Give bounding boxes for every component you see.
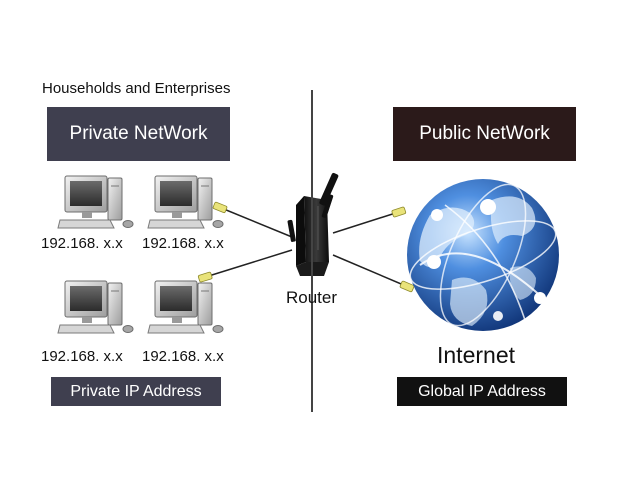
- cable-router-to-pc-bottom: [198, 249, 293, 280]
- cable-lines: [198, 204, 414, 290]
- private-ip-address-label: Private IP Address: [70, 382, 202, 400]
- internet-label: Internet: [437, 342, 515, 368]
- global-ip-address-box: Global IP Address: [397, 377, 567, 406]
- cable-connectors: [197, 201, 415, 293]
- cable-router-to-internet-lower: [332, 254, 414, 290]
- cable-router-to-pc-top-right: [213, 204, 293, 238]
- page-heading: Households and Enterprises: [42, 80, 231, 97]
- computer-icon: [147, 280, 224, 334]
- router-label: Router: [286, 288, 338, 307]
- private-network-box: Private NetWork: [47, 107, 230, 161]
- computer-ip-label: 192.168. x.x: [41, 348, 123, 365]
- computer-ip-label: 192.168. x.x: [142, 348, 224, 365]
- private-ip-address-box: Private IP Address: [51, 377, 221, 406]
- computer-icon: [57, 280, 134, 334]
- connector-plug-icon: [399, 280, 415, 293]
- public-network-box: Public NetWork: [393, 107, 576, 161]
- public-network-title: Public NetWork: [419, 123, 550, 144]
- computer-ip-label: 192.168. x.x: [41, 235, 123, 252]
- connector-plug-icon: [197, 271, 213, 283]
- network-divider: [311, 90, 313, 412]
- connector-plug-icon: [212, 201, 228, 214]
- global-ip-address-label: Global IP Address: [418, 382, 546, 400]
- router-icon: [287, 172, 339, 276]
- connector-plug-icon: [391, 206, 407, 218]
- private-network-title: Private NetWork: [69, 123, 208, 144]
- computer-ip-label: 192.168. x.x: [142, 235, 224, 252]
- computer-icon: [147, 175, 224, 229]
- globe-icon: [407, 179, 559, 331]
- computer-icon: [57, 175, 134, 229]
